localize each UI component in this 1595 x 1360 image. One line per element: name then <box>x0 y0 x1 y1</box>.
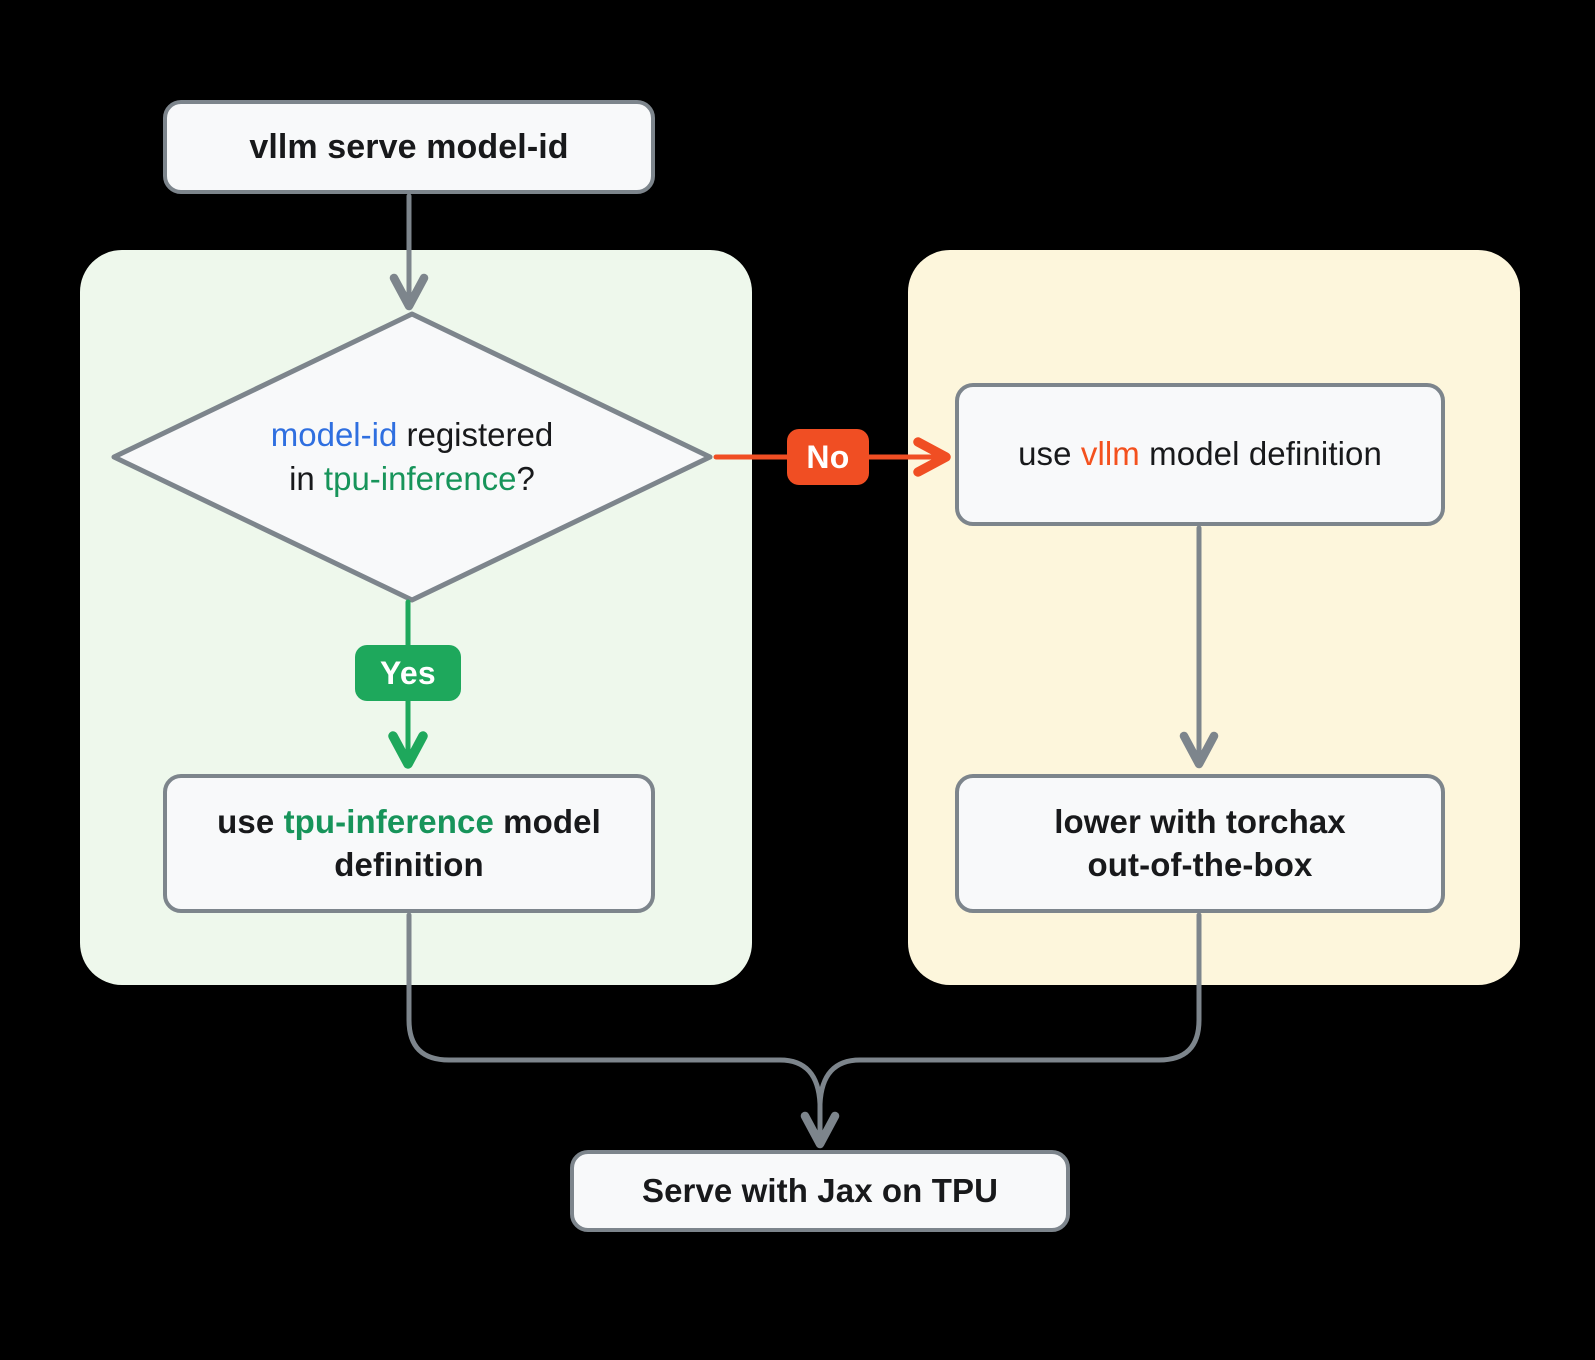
edge-label-no: No <box>787 429 869 485</box>
tpu-text-model: model <box>493 802 601 840</box>
node-use-vllm-model-definition[interactable]: use vllm model definition <box>955 383 1445 526</box>
torchax-line2: out-of-the-box <box>1087 845 1313 883</box>
decision-token-tpu-inference: tpu-inference <box>323 460 517 497</box>
decision-text-registered: registered <box>397 416 554 454</box>
node-tpu-label: use tpu-inference model definition <box>187 801 631 887</box>
edge-label-yes-text: Yes <box>379 654 437 691</box>
decision-text-question: ? <box>516 460 535 497</box>
node-torchax-label: lower with torchax out-of-the-box <box>1054 801 1346 887</box>
node-decision-label: model-id registered in tpu-inference? <box>110 312 714 602</box>
torchax-line1: lower with torchax <box>1054 802 1346 840</box>
decision-token-model-id: model-id <box>270 416 398 454</box>
edge-label-yes: Yes <box>355 645 461 701</box>
node-serve-with-jax-on-tpu[interactable]: Serve with Jax on TPU <box>570 1150 1070 1232</box>
tpu-text-use: use <box>217 802 284 840</box>
decision-text-in: in <box>289 460 324 497</box>
tpu-text-definition: definition <box>334 845 484 883</box>
vllm-token-vllm: vllm <box>1080 435 1140 473</box>
node-decision[interactable]: model-id registered in tpu-inference? <box>110 312 714 602</box>
vllm-text-use: use <box>1018 435 1081 473</box>
node-lower-with-torchax[interactable]: lower with torchax out-of-the-box <box>955 774 1445 913</box>
node-start-command[interactable]: vllm serve model-id <box>163 100 655 194</box>
node-start-label: vllm serve model-id <box>249 127 569 166</box>
node-use-tpu-inference-model-definition[interactable]: use tpu-inference model definition <box>163 774 655 913</box>
vllm-text-rest: model definition <box>1139 435 1382 473</box>
edge-label-no-text: No <box>806 438 850 475</box>
tpu-token-tpu-inference: tpu-inference <box>283 802 494 840</box>
node-serve-label: Serve with Jax on TPU <box>641 1171 999 1209</box>
node-vllm-label: use vllm model definition <box>1018 433 1382 476</box>
